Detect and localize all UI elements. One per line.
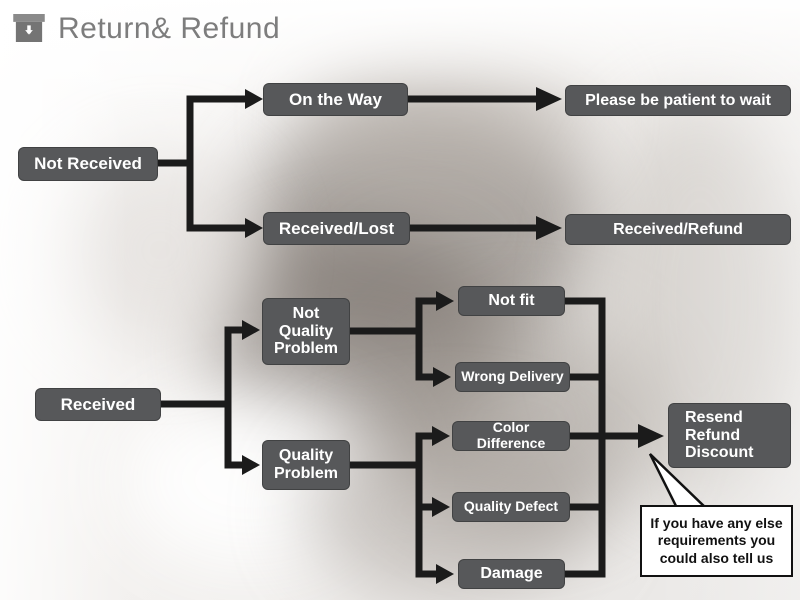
node-resend-refund-discount: Resend Refund Discount	[668, 403, 791, 468]
node-received-refund: Received/Refund	[565, 214, 791, 245]
node-not-received: Not Received	[18, 147, 158, 181]
node-quality-defect: Quality Defect	[452, 492, 570, 522]
node-not-quality-problem: Not Quality Problem	[262, 298, 350, 365]
page-title: Return& Refund	[58, 12, 281, 45]
package-icon	[13, 14, 45, 42]
node-color-difference: Color Difference	[452, 419, 570, 451]
node-wrong-delivery: Wrong Delivery	[455, 362, 570, 392]
callout-bubble: If you have any else requirements you co…	[640, 505, 793, 577]
node-please-be-patient: Please be patient to wait	[565, 85, 791, 116]
node-quality-problem: Quality Problem	[262, 440, 350, 490]
node-not-fit: Not fit	[458, 286, 565, 316]
node-on-the-way: On the Way	[263, 83, 408, 116]
node-received: Received	[35, 388, 161, 421]
node-received-lost: Received/Lost	[263, 212, 410, 245]
node-damage: Damage	[458, 559, 565, 589]
